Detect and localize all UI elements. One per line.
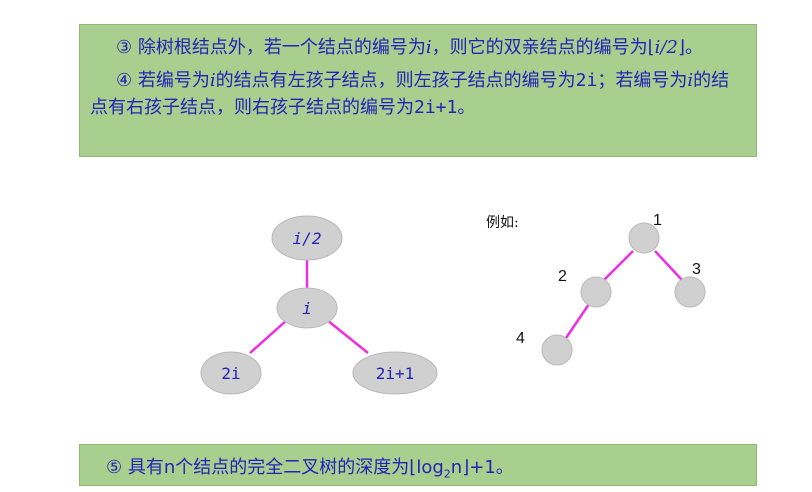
example-node-2-label: 2 [558, 268, 567, 285]
rule-3-text-b: ，则它的双亲结点的编号为 [431, 37, 648, 58]
node-current-label: i [302, 299, 312, 318]
rules-box-bottom: ⑤ 具有n个结点的完全二叉树的深度为⌊log2n⌋+1。 [79, 444, 757, 486]
rule-3-floor-open: ⌊ [647, 37, 655, 58]
node-current [276, 287, 338, 329]
rule-4-marker: ④ [116, 70, 133, 91]
edge-current-right [326, 319, 369, 354]
rule-4-var-i1: i [209, 70, 216, 91]
example-node-4-label: 4 [516, 330, 525, 347]
example-edge-1-2 [603, 250, 634, 281]
rule-4-text-b: 的结点有左孩子结点，则左孩子结点的编号为 [215, 70, 576, 91]
example-edge-2-4 [564, 303, 591, 339]
rule-5-text-b: +1。 [469, 457, 514, 478]
example-node-1-label: 1 [653, 212, 662, 229]
rule-3-var-i: i [425, 37, 432, 58]
rule-4-text-c: ；若编号为 [597, 70, 688, 91]
rule-5-log-arg: n [450, 457, 463, 478]
rule-5-floor-open: ⌊ [409, 457, 417, 478]
node-right-label: 2i+1 [376, 364, 415, 383]
node-parent-label: i/2 [293, 229, 322, 248]
rule-5-log-base: 2 [443, 467, 451, 481]
rule-3-end: 。 [684, 37, 703, 58]
example-edge-1-3 [654, 250, 683, 281]
node-parent [271, 215, 343, 261]
example-node-3-label: 3 [692, 261, 701, 278]
example-node-1 [628, 222, 660, 254]
edge-current-left [249, 319, 288, 354]
rule-3-text-a: 除树根结点外，若一个结点的编号为 [137, 37, 426, 58]
node-left [200, 351, 262, 395]
rules-box-top: ③ 除树根结点外，若一个结点的编号为i，则它的双亲结点的编号为⌊i/2⌋。 ④ … [79, 24, 757, 157]
example-node-2 [580, 276, 612, 308]
rule-4-end: 。 [457, 97, 476, 118]
rule-4-var-i2: i [687, 70, 694, 91]
rule-3: ③ 除树根结点外，若一个结点的编号为i，则它的双亲结点的编号为⌊i/2⌋。 [90, 34, 746, 61]
rule-3-floor-close: ⌋ [677, 37, 685, 58]
rule-3-marker: ③ [116, 37, 133, 58]
rule-4-expr-right: 2i+1 [414, 97, 458, 118]
rule-5-floor-close: ⌋ [462, 457, 470, 478]
rule-5-text-a: 具有n个结点的完全二叉树的深度为 [127, 457, 410, 478]
rule-3-expr: i/2 [654, 37, 678, 58]
rule-5: ⑤ 具有n个结点的完全二叉树的深度为⌊log2n⌋+1。 [106, 454, 746, 488]
example-node-4 [541, 334, 573, 366]
node-right [352, 351, 438, 395]
node-left-label: 2i [221, 364, 240, 383]
rule-4: ④ 若编号为i的结点有左孩子结点，则左孩子结点的编号为2i；若编号为i的结点有右… [90, 67, 746, 121]
rule-4-expr-left: 2i [575, 70, 598, 91]
rule-5-marker: ⑤ [106, 457, 123, 478]
rule-4-text-a: 若编号为 [137, 70, 210, 91]
example-label: 例如: [486, 215, 519, 231]
example-node-3 [674, 276, 706, 308]
rule-5-log: log [416, 457, 444, 478]
rule-4-text-d: 的结点有右孩子结点，则右孩子结点的编号为 [90, 70, 730, 118]
